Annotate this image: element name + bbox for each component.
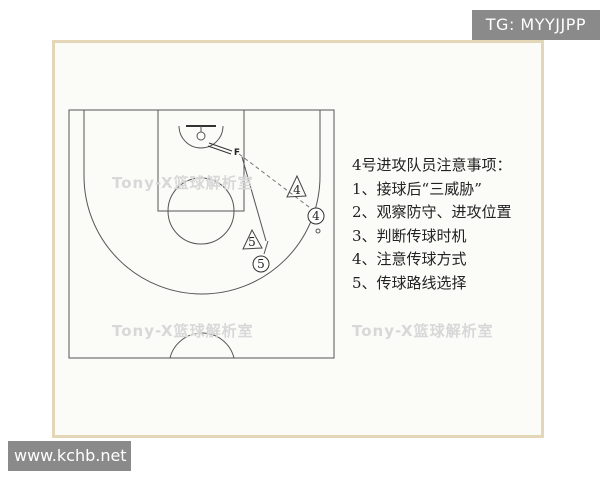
dashed-cut-line [238,153,314,211]
notes-item-2: 2、观察防守、进攻位置 [352,203,512,221]
ball-label: F [234,148,240,158]
notes-panel: 4号进攻队员注意事项： 1、接球后“三威胁” 2、观察防守、进攻位置 3、判断传… [352,154,512,295]
watermark-bottom: Tony-X篮球解析室 [112,322,254,340]
offense-4-small-circle [315,228,321,234]
cut-line-solid [241,156,267,242]
notes-item-1: 1、接球后“三威胁” [352,179,482,198]
cut-line-to-5 [263,240,269,255]
watermark-top: Tony-X篮球解析室 [112,174,254,192]
three-point-line [83,110,321,295]
defender-4-triangle [286,174,307,198]
tg-badge: TG: MYYJJPP [471,10,600,40]
rim [196,131,206,141]
paint-area [157,109,245,212]
notes-title: 4号进攻队员注意事项： [352,156,512,174]
restricted-arc [178,125,224,149]
ball-line-double-1 [208,142,233,152]
defender-4-label: 4 [293,183,301,197]
offense-4-label: 4 [312,209,320,223]
offense-5-label: 5 [257,257,265,271]
ball-line-double-2 [207,145,232,155]
offense-4-circle [307,207,325,225]
center-circle [169,332,235,359]
notes-item-4: 4、注意传球方式 [352,250,467,268]
notes-item-3: 3、判断传球时机 [352,226,467,245]
defender-5-triangle [242,228,263,250]
defender-5-label: 5 [248,235,256,249]
notes-item-5: 5、传球路线选择 [352,273,467,292]
offense-5-circle [252,255,270,273]
free-throw-circle-top [167,177,235,212]
diagram-frame [52,40,544,438]
site-badge: www.kchb.net [8,441,131,471]
watermark-right: Tony-X篮球解析室 [352,322,494,340]
free-throw-circle-bottom [167,210,235,245]
